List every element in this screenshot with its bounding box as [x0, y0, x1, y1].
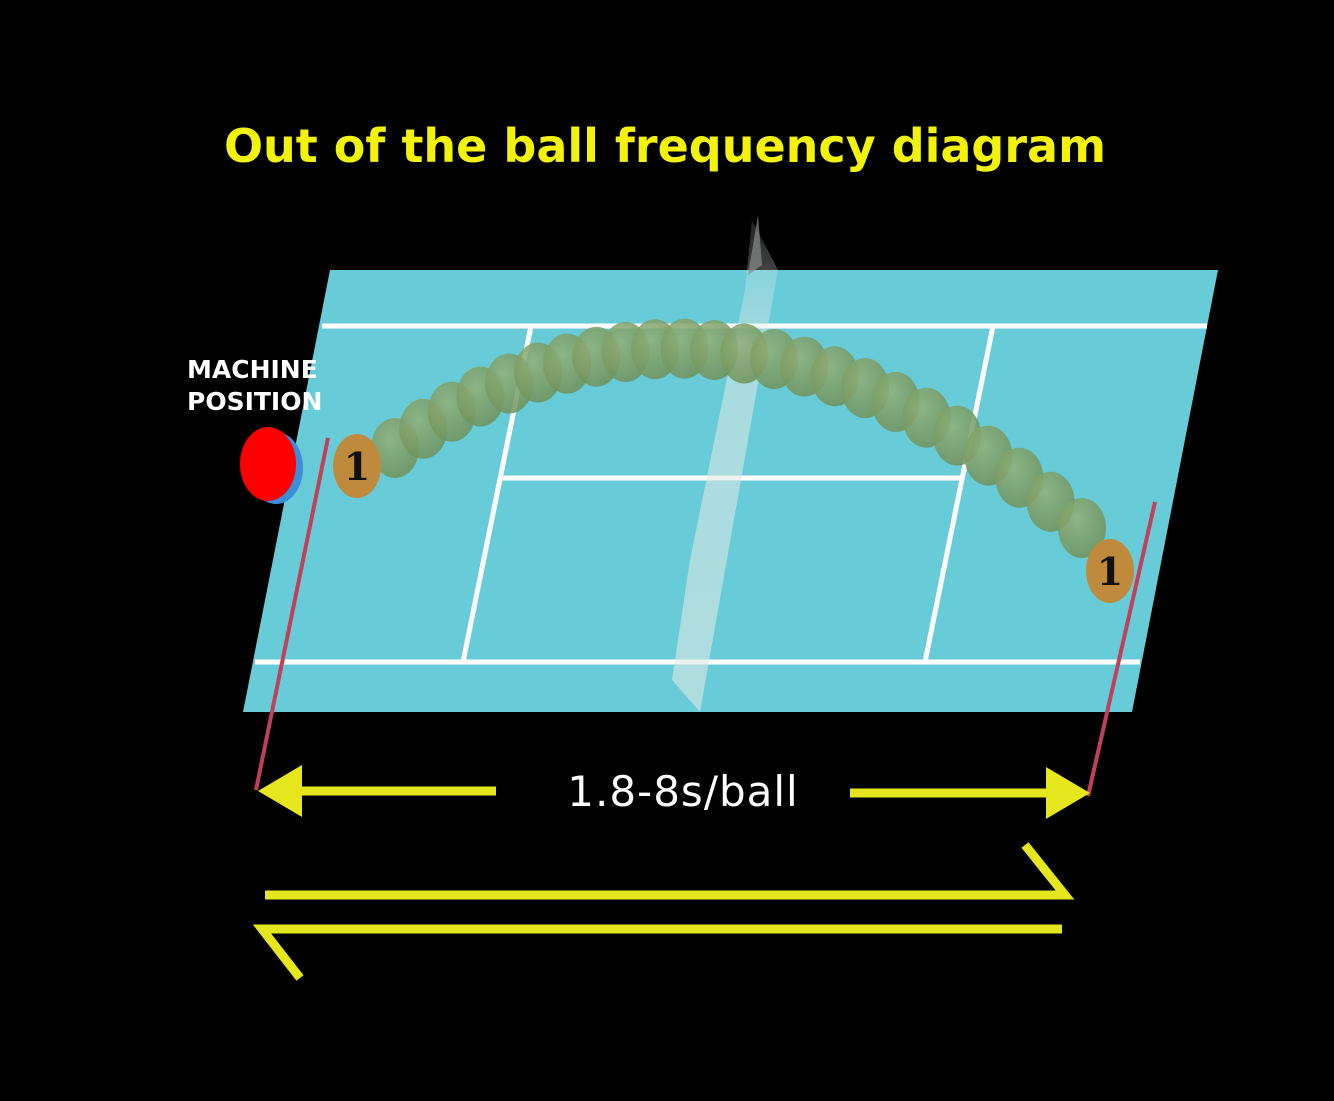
- machine-label-line2: POSITION: [187, 387, 322, 416]
- machine-icon: [240, 427, 296, 501]
- start-ball-number: 1: [344, 444, 370, 489]
- end-ball-number: 1: [1097, 549, 1123, 594]
- diagram-title: Out of the ball frequency diagram: [224, 119, 1106, 173]
- oscillation-arrow-left: [252, 924, 1062, 981]
- frequency-label: 1.8-8s/ball: [567, 767, 798, 816]
- arrow-head-right: [1046, 767, 1090, 819]
- start-ball-marker: 1: [333, 434, 381, 498]
- oscillation-arrow-right: [265, 842, 1075, 900]
- end-ball-marker: 1: [1086, 539, 1134, 603]
- frequency-arrow: 1.8-8s/ball: [258, 765, 1090, 819]
- oscillation-arrows: [252, 842, 1075, 981]
- net-post-tip: [748, 215, 762, 275]
- end-marker-line: [1086, 501, 1157, 797]
- trajectory-ball: [1058, 498, 1106, 558]
- machine-position: MACHINE POSITION: [187, 355, 322, 504]
- arrow-head-left: [258, 765, 302, 817]
- start-marker-line: [254, 437, 330, 791]
- right-service-line: [922, 325, 996, 663]
- ball-trajectory: [371, 318, 1106, 558]
- machine-label-line1: MACHINE: [187, 355, 318, 384]
